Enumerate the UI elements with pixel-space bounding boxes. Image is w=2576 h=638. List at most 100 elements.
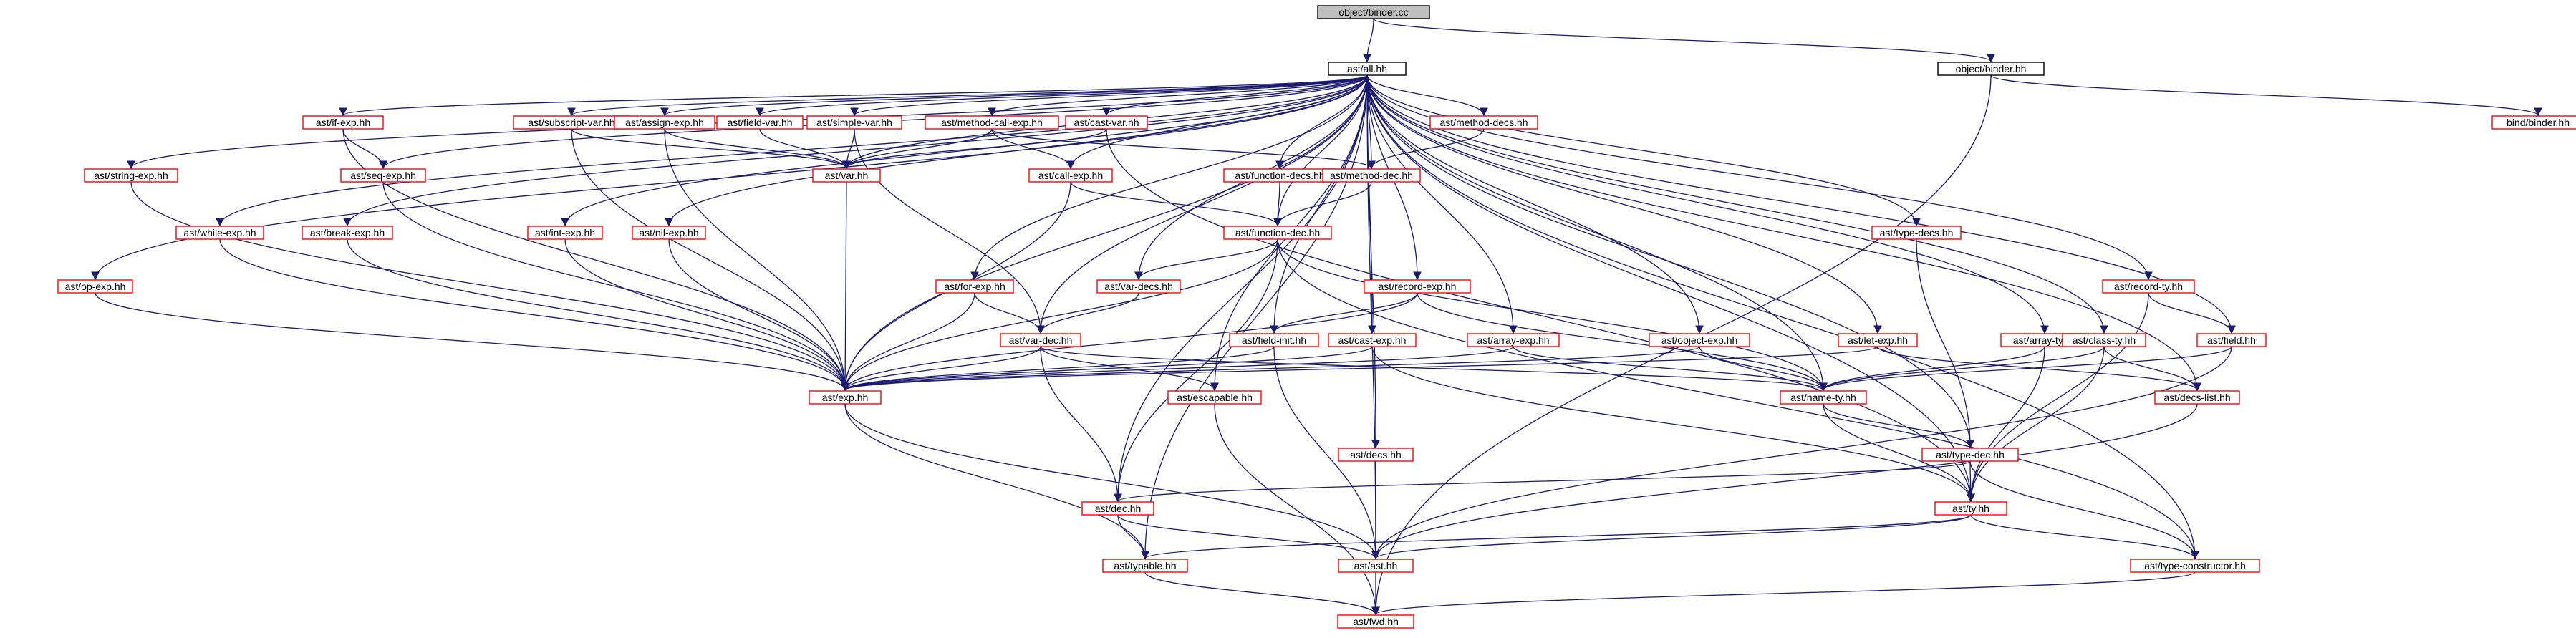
node-fieldvar[interactable]: ast/field-var.hh [716,115,804,130]
node-label: ast/function-decs.hh [1235,170,1324,181]
node-simplevar[interactable]: ast/simple-var.hh [806,115,902,130]
node-functiondec[interactable]: ast/function-dec.hh [1223,226,1332,240]
node-box [1096,279,1181,294]
node-box [812,168,881,183]
node-typedecs[interactable]: ast/type-decs.hh [1871,226,1962,240]
node-forexp[interactable]: ast/for-exp.hh [935,279,1014,294]
node-typeconstructor[interactable]: ast/type-constructor.hh [2130,559,2260,573]
node-nilexp[interactable]: ast/nil-exp.hh [632,226,706,240]
node-seqexp[interactable]: ast/seq-exp.hh [340,168,426,183]
node-methodcallexp[interactable]: ast/method-call-exp.hh [925,115,1059,130]
edge-objbinder-to-bindbinder [1990,74,2542,117]
node-classty[interactable]: ast/class-ty.hh [2062,333,2146,347]
edge-callexp-to-functiondec [1070,181,1282,227]
node-castvar[interactable]: ast/cast-var.hh [1065,115,1148,130]
node-box [1467,333,1560,347]
node-assignexp[interactable]: ast/assign-exp.hh [614,115,715,130]
node-asthh[interactable]: ast/ast.hh [1338,559,1414,573]
node-breakexp[interactable]: ast/break-exp.hh [302,226,393,240]
node-opexp[interactable]: ast/op-exp.hh [57,279,133,294]
node-box [2062,333,2146,347]
node-box [1780,390,1867,405]
edge-arrayty-to-namety [1819,346,2045,392]
node-castexp[interactable]: ast/cast-exp.hh [1328,333,1417,347]
edge-castvar-to-tyhh [1106,128,1975,503]
node-label: ast/for-exp.hh [944,281,1005,292]
edge-typedecs-to-typedec [1916,238,1974,449]
node-namety[interactable]: ast/name-ty.hh [1780,390,1867,405]
edge-typedec-to-dechh [1114,460,1971,503]
node-fieldinit[interactable]: ast/field-init.hh [1229,333,1319,347]
node-label: ast/var-dec.hh [1009,334,1073,346]
edge-all-to-castvar [1102,74,1368,117]
node-recordexp[interactable]: ast/record-exp.hh [1364,279,1471,294]
node-recordty[interactable]: ast/record-ty.hh [2102,279,2195,294]
node-label: ast/ast.hh [1354,560,1398,571]
node-decslist[interactable]: ast/decs-list.hh [2154,390,2240,405]
edge-all-to-functiondec [1273,74,1368,227]
node-varhh[interactable]: ast/var.hh [812,168,881,183]
node-box [809,390,882,405]
node-typedec[interactable]: ast/type-dec.hh [1921,448,2019,462]
node-all[interactable]: ast/all.hh [1328,62,1407,76]
node-typable[interactable]: ast/typable.hh [1102,559,1188,573]
node-box [527,226,603,240]
node-label: ast/method-dec.hh [1330,170,1413,181]
node-box [1364,279,1471,294]
node-escapable[interactable]: ast/escapable.hh [1167,390,1262,405]
node-letexp[interactable]: ast/let-exp.hh [1838,333,1918,347]
node-label: object/binder.hh [1956,63,2027,74]
node-dechh[interactable]: ast/dec.hh [1081,501,1154,516]
edge-all-to-recordty [1366,74,2153,281]
node-label: ast/function-dec.hh [1235,227,1320,238]
node-fwdhh[interactable]: ast/fwd.hh [1337,614,1414,629]
edge-all-to-fieldhh [1366,74,2236,334]
node-box [1167,390,1262,405]
node-box [925,115,1059,130]
node-box [1871,226,1962,240]
node-box [1429,115,1538,130]
node-box [935,279,1014,294]
node-fieldhh[interactable]: ast/field.hh [2196,333,2267,347]
node-subscriptvar[interactable]: ast/subscript-var.hh [513,115,630,130]
node-functiondecs[interactable]: ast/function-decs.hh [1223,168,1336,183]
edge-seqexp-to-exphh [382,181,849,392]
node-box [1229,333,1319,347]
edge-all-to-breakexp [343,74,1368,227]
node-vardec[interactable]: ast/var-dec.hh [1000,333,1081,347]
edge-vardec-to-namety [1040,346,1828,392]
node-box [1317,5,1430,19]
node-root[interactable]: object/binder.cc [1317,5,1430,19]
node-exphh[interactable]: ast/exp.hh [809,390,882,405]
node-bindbinder[interactable]: bind/binder.hh [2491,115,2576,130]
node-label: ast/method-call-exp.hh [941,117,1043,128]
edge-methodcallexp-to-callexp [991,128,1075,170]
edge-methodcallexp-to-methoddec [991,128,1376,170]
edge-all-to-decslist [1366,74,2201,392]
node-vardecs[interactable]: ast/var-decs.hh [1096,279,1181,294]
node-methoddec[interactable]: ast/method-dec.hh [1322,168,1421,183]
edge-typeconstructor-to-fwdhh [1371,571,2196,616]
node-whileexp[interactable]: ast/while-exp.hh [175,226,264,240]
edge-arrayty-to-tyhh [1967,346,2045,503]
node-decshh[interactable]: ast/decs.hh [1338,448,1414,462]
node-label: ast/name-ty.hh [1790,392,1856,403]
node-arrayexp[interactable]: ast/array-exp.hh [1467,333,1560,347]
node-stringexp[interactable]: ast/string-exp.hh [84,168,178,183]
node-box [1328,333,1417,347]
node-box [1322,168,1421,183]
node-box [57,279,133,294]
edge-tyhh-to-asthh [1371,514,1972,560]
node-objbinder[interactable]: object/binder.hh [1937,62,2045,76]
node-label: ast/record-exp.hh [1379,281,1457,292]
node-objectexp[interactable]: ast/object-exp.hh [1649,333,1750,347]
node-tyhh[interactable]: ast/ty.hh [1934,501,2007,516]
edge-letexp-to-decslist [1877,346,2201,392]
node-callexp[interactable]: ast/call-exp.hh [1028,168,1113,183]
node-label: ast/var.hh [825,170,869,181]
node-ifexp[interactable]: ast/if-exp.hh [302,115,384,130]
node-methoddecs[interactable]: ast/method-decs.hh [1429,115,1538,130]
node-intexp[interactable]: ast/int-exp.hh [527,226,603,240]
node-box [1937,62,2045,76]
node-label: ast/string-exp.hh [94,170,168,181]
